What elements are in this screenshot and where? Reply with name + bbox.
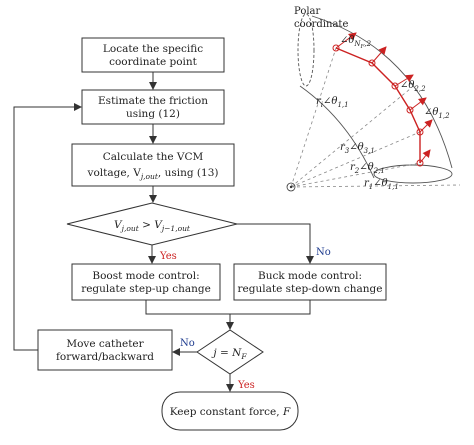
yes-label-2: Yes xyxy=(237,380,255,391)
calc-line2: voltage, Vj,out, using (13) xyxy=(87,167,219,181)
arrow-decision-buck xyxy=(237,223,314,264)
decision-j-equals-nf xyxy=(196,329,264,375)
move-line1: Move catheter xyxy=(66,338,144,350)
calculate-box xyxy=(71,143,235,187)
locate-line2: coordinate point xyxy=(109,56,198,68)
locate-line1: Locate the specific xyxy=(103,43,203,55)
line-buck-merge xyxy=(230,300,311,315)
buck-box xyxy=(233,263,387,301)
tube-inner-wall xyxy=(299,85,375,179)
loop-back-line xyxy=(13,103,82,351)
force-arrows xyxy=(335,32,433,164)
label-r2-theta-21: r2∠θ2,1 xyxy=(350,162,385,175)
decision1-text: Vj,out > Vj−1,out xyxy=(114,219,191,233)
calc-line1: Calculate the VCM xyxy=(103,151,204,163)
boost-line1: Boost mode control: xyxy=(92,270,199,282)
polar-title-line2: coordinate xyxy=(294,19,348,30)
label-theta-12: ∠θ1,2 xyxy=(424,107,450,120)
estimate-box xyxy=(81,89,225,125)
flowchart-text: Locate the specific coordinate point Est… xyxy=(56,43,382,418)
buck-line2: regulate step-down change xyxy=(238,283,383,295)
label-theta-nf2: ∠θNF,2 xyxy=(340,35,372,50)
estimate-line2: using (12) xyxy=(126,108,180,120)
move-catheter-box xyxy=(37,329,173,371)
label-r1-theta-11: r1∠θ1,1 xyxy=(364,178,399,191)
origin-dot xyxy=(289,185,293,189)
label-theta-22: ∠θ2,2 xyxy=(400,80,426,93)
boost-box xyxy=(71,263,221,301)
keep-text: Keep constant force, F xyxy=(170,406,291,418)
tube-bottom-opening xyxy=(373,164,453,184)
keep-force-box xyxy=(161,391,299,431)
line-boost-merge xyxy=(145,300,230,315)
no-label-1: No xyxy=(316,247,331,258)
yes-label-1: Yes xyxy=(159,251,177,262)
estimate-line1: Estimate the friction xyxy=(98,95,208,107)
polar-title-line1: Polar xyxy=(294,6,321,17)
buck-line1: Buck mode control: xyxy=(258,270,362,282)
locate-box xyxy=(81,37,225,73)
tube-top-opening xyxy=(297,13,315,87)
flowchart xyxy=(13,37,387,431)
radial-lines xyxy=(290,47,461,188)
boost-line2: regulate step-up change xyxy=(81,283,211,295)
move-line2: forward/backward xyxy=(56,351,154,363)
no-label-2: No xyxy=(180,338,195,349)
tube-outer-wall xyxy=(311,15,453,169)
origin-point xyxy=(286,182,296,192)
label-r3-theta-31: r3∠θ3,1 xyxy=(340,142,375,155)
polar-diagram: Polar coordinate ∠θNF,2 ∠θ2,2 ∠θ1,2 ri∠θ… xyxy=(286,6,461,192)
catheter-path xyxy=(335,47,421,163)
label-ri-theta-11: ri∠θ1,1 xyxy=(316,96,349,109)
decision2-text: j = NF xyxy=(211,347,247,361)
catheter-nodes xyxy=(332,44,424,167)
